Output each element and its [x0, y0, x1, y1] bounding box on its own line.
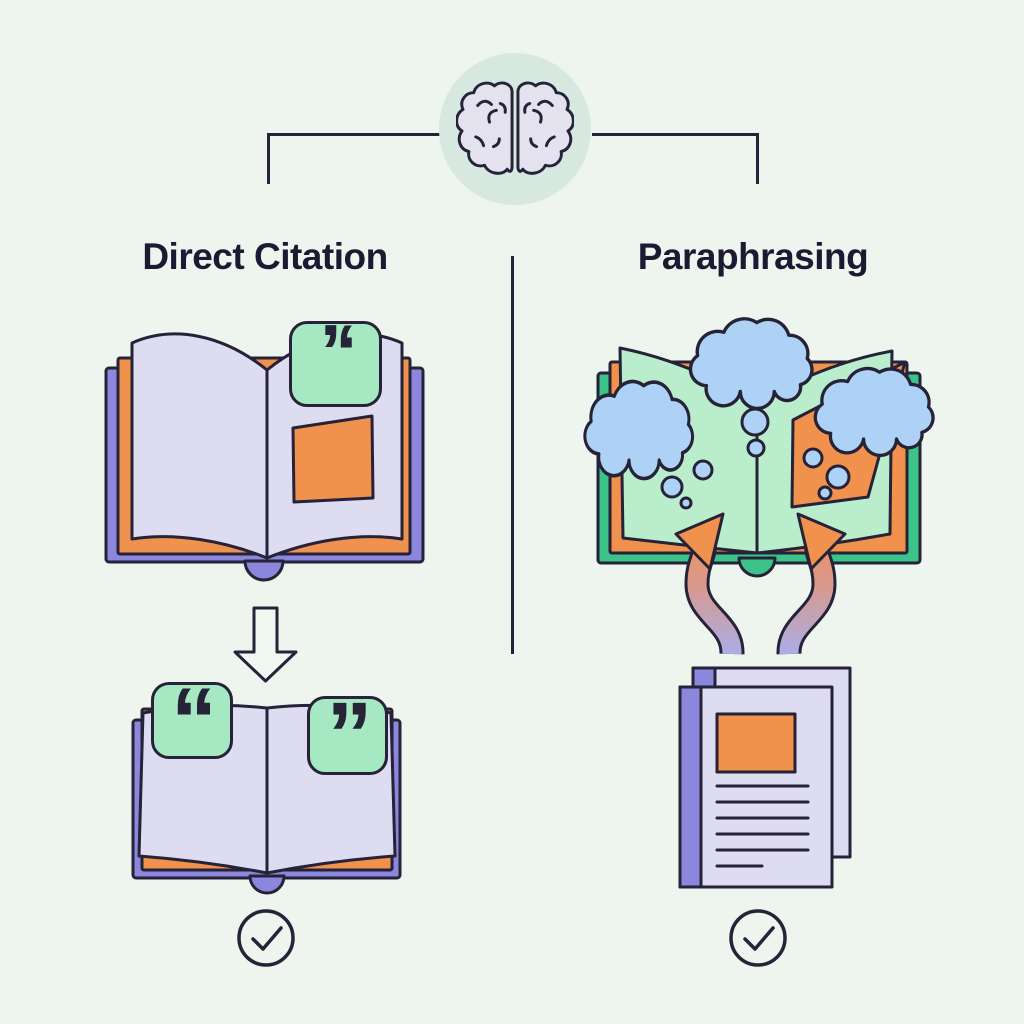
paraphrase-flow-arrows: [674, 512, 847, 655]
direct-citation-source-book: [104, 332, 425, 582]
thought-cloud-icon: [583, 379, 714, 510]
document-text-lines: [715, 784, 810, 868]
open-quote-badge: “: [151, 682, 233, 759]
down-arrow-icon: [233, 606, 298, 683]
brain-icon-glyph: [456, 81, 574, 175]
left-section-title: Direct Citation: [142, 236, 388, 277]
brain-icon: [439, 53, 591, 205]
paraphrasing-source-book: [583, 317, 935, 655]
quote-glyph: ’‘: [319, 321, 357, 396]
document-figure: [715, 712, 797, 774]
close-quote-glyph: ”: [326, 696, 373, 775]
highlighted-passage: [291, 414, 375, 504]
thought-cloud-icon: [688, 317, 814, 458]
right-section-title: Paraphrasing: [637, 236, 869, 277]
check-icon: [237, 909, 295, 967]
connector-bracket-left: [267, 133, 442, 184]
close-quote-badge: ”: [307, 696, 388, 775]
connector-bracket-right: [592, 133, 759, 184]
check-icon: [729, 909, 787, 967]
quote-badge: ’‘: [289, 321, 382, 407]
section-divider: [511, 256, 514, 654]
open-quote-glyph: “: [171, 682, 217, 759]
paraphrased-document: [678, 666, 852, 889]
